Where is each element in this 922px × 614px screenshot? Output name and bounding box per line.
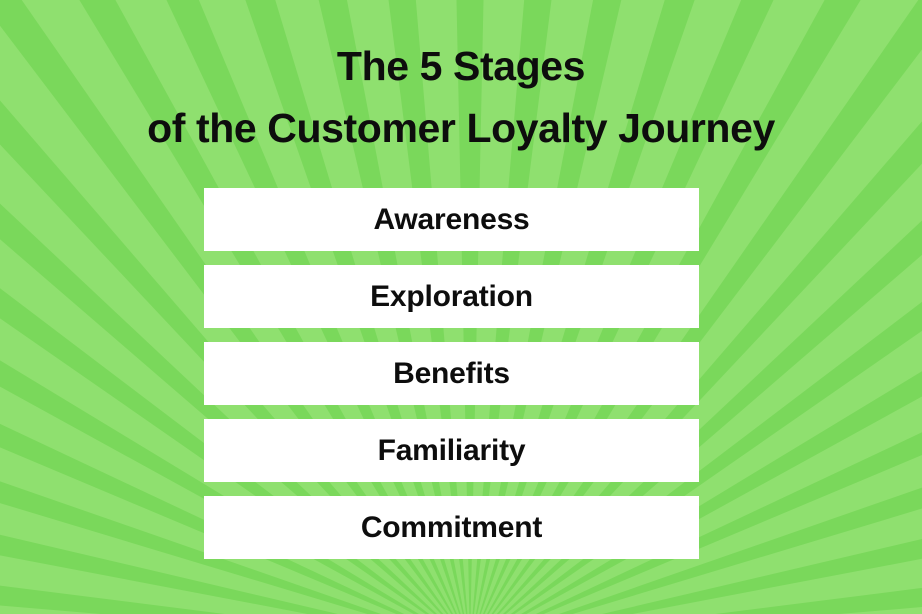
stage-label-4: Familiarity — [377, 433, 526, 467]
stage-bar-1[interactable]: Awareness — [204, 188, 699, 251]
stage-bar-2[interactable]: Exploration — [204, 265, 699, 328]
stage-bar-4[interactable]: Familiarity — [204, 419, 699, 482]
stage-label-3: Benefits — [393, 356, 510, 390]
title-line-2: of the Customer Loyalty Journey — [147, 105, 775, 151]
stage-label-5: Commitment — [360, 510, 543, 544]
stage-label-2: Exploration — [370, 279, 533, 313]
page-title: The 5 Stages of the Customer Loyalty Jou… — [0, 0, 922, 158]
stage-bar-5[interactable]: Commitment — [204, 496, 699, 559]
stage-bar-3[interactable]: Benefits — [204, 342, 699, 405]
title-line-1: The 5 Stages — [336, 43, 586, 89]
stage-list: Awareness Exploration Benefits Familiari… — [204, 188, 699, 559]
stage-label-1: Awareness — [373, 202, 530, 236]
